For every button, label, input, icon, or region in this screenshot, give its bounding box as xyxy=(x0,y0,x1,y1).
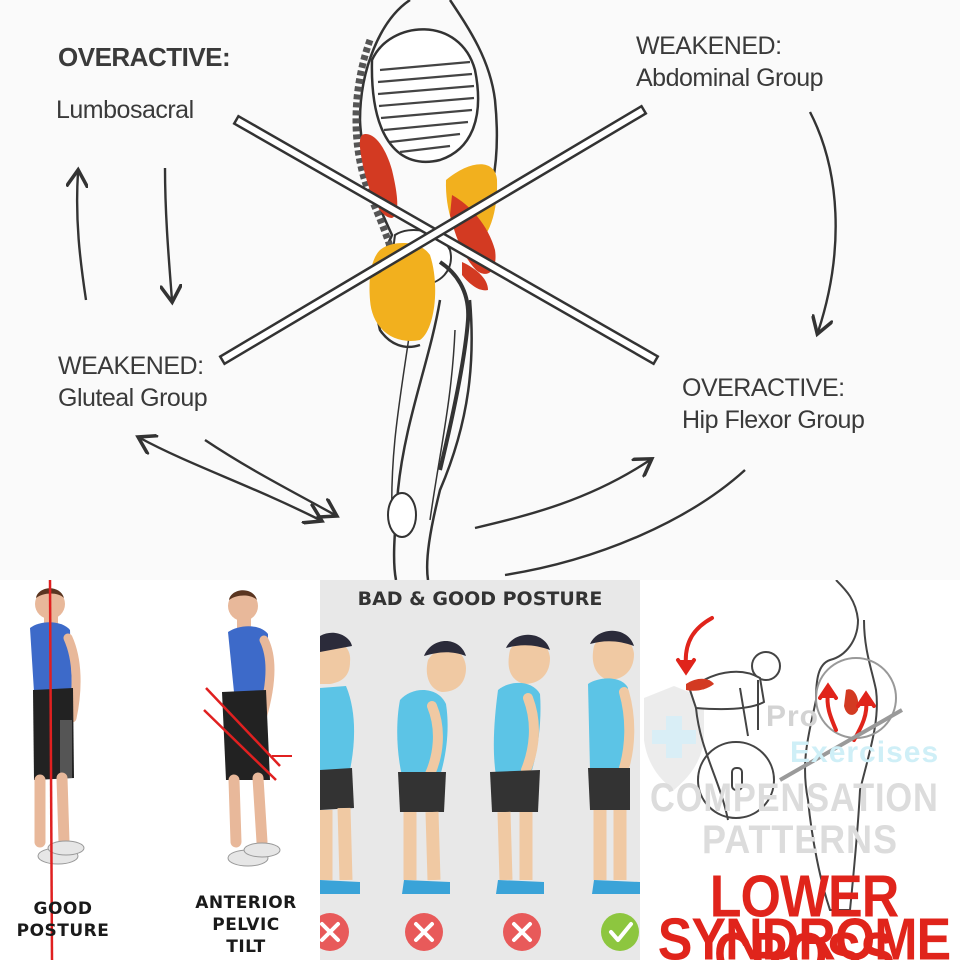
watermark-brand-exercises: Exercises xyxy=(790,736,940,769)
rib-lines xyxy=(377,60,475,154)
caption-apt-line1: ANTERIOR xyxy=(195,893,297,913)
lower-cross-diagram: OVERACTIVE: Lumbosacral WEAKENED: Abdomi… xyxy=(0,0,865,580)
lcs-title-line2: SYNDROME xyxy=(657,906,951,960)
label-weakened-gluteal-heading: WEAKENED: xyxy=(58,352,204,380)
label-overactive-lumbosacral-heading: OVERACTIVE: xyxy=(58,42,231,72)
posture-figure-4 xyxy=(588,630,640,894)
caption-anterior-pelvic-tilt: ANTERIOR PELVIC TILT xyxy=(176,892,316,958)
bad-good-posture-title: BAD & GOOD POSTURE xyxy=(357,588,603,610)
label-weakened-abdominal-heading: WEAKENED: xyxy=(636,32,782,60)
caption-apt-line3: TILT xyxy=(226,937,266,957)
x-icon xyxy=(405,913,443,951)
posture-figure-2 xyxy=(397,641,466,894)
good-posture-figure xyxy=(30,580,85,960)
caption-good-line2: POSTURE xyxy=(16,921,110,941)
standing-spine-muscle xyxy=(844,689,859,715)
x-icon xyxy=(320,913,349,951)
cycle-arrows xyxy=(77,111,837,577)
posture-figures-row xyxy=(320,630,640,951)
posture-figure-3 xyxy=(490,634,550,894)
label-hip-flexor-group: Hip Flexor Group xyxy=(682,406,865,434)
posture-figures xyxy=(30,580,292,960)
cross-lines xyxy=(218,104,660,366)
caption-apt-line2: PELVIC xyxy=(212,915,280,935)
lumbosacral-muscle-overactive xyxy=(359,134,398,218)
diagram-graphic xyxy=(0,0,837,580)
watermark-patterns: PATTERNS xyxy=(702,818,898,862)
label-gluteal-group: Gluteal Group xyxy=(58,384,208,412)
hip-flexor-muscle-lower xyxy=(462,262,488,291)
caption-good-line1: GOOD xyxy=(33,899,93,919)
panel-lower-cross-syndrome: Pro Exercises COMPENSATION PATTERNS LOWE… xyxy=(640,580,960,960)
check-icon xyxy=(601,913,639,951)
label-lumbosacral: Lumbosacral xyxy=(56,96,194,124)
label-overactive-hip-heading: OVERACTIVE: xyxy=(682,374,845,402)
panel-posture-comparison: GOOD POSTURE ANTERIOR PELVIC TILT xyxy=(0,580,320,960)
anterior-pelvic-tilt-figure xyxy=(203,590,292,867)
watermark-brand-pro: Pro xyxy=(766,700,820,733)
watermark-compensation: COMPENSATION xyxy=(650,776,939,820)
lcs-title-line1: LOWER CROSS xyxy=(709,863,900,960)
caption-good-posture: GOOD POSTURE xyxy=(4,898,122,942)
label-abdominal-group: Abdominal Group xyxy=(636,64,824,92)
panel-bad-good-posture: BAD & GOOD POSTURE xyxy=(320,580,640,960)
tilt-line xyxy=(779,708,903,782)
x-icon xyxy=(503,913,541,951)
posture-figure-1 xyxy=(320,632,360,894)
squat-overactive-muscle xyxy=(686,678,714,691)
lcs-illustration xyxy=(644,580,903,911)
shield-icon xyxy=(644,686,704,790)
